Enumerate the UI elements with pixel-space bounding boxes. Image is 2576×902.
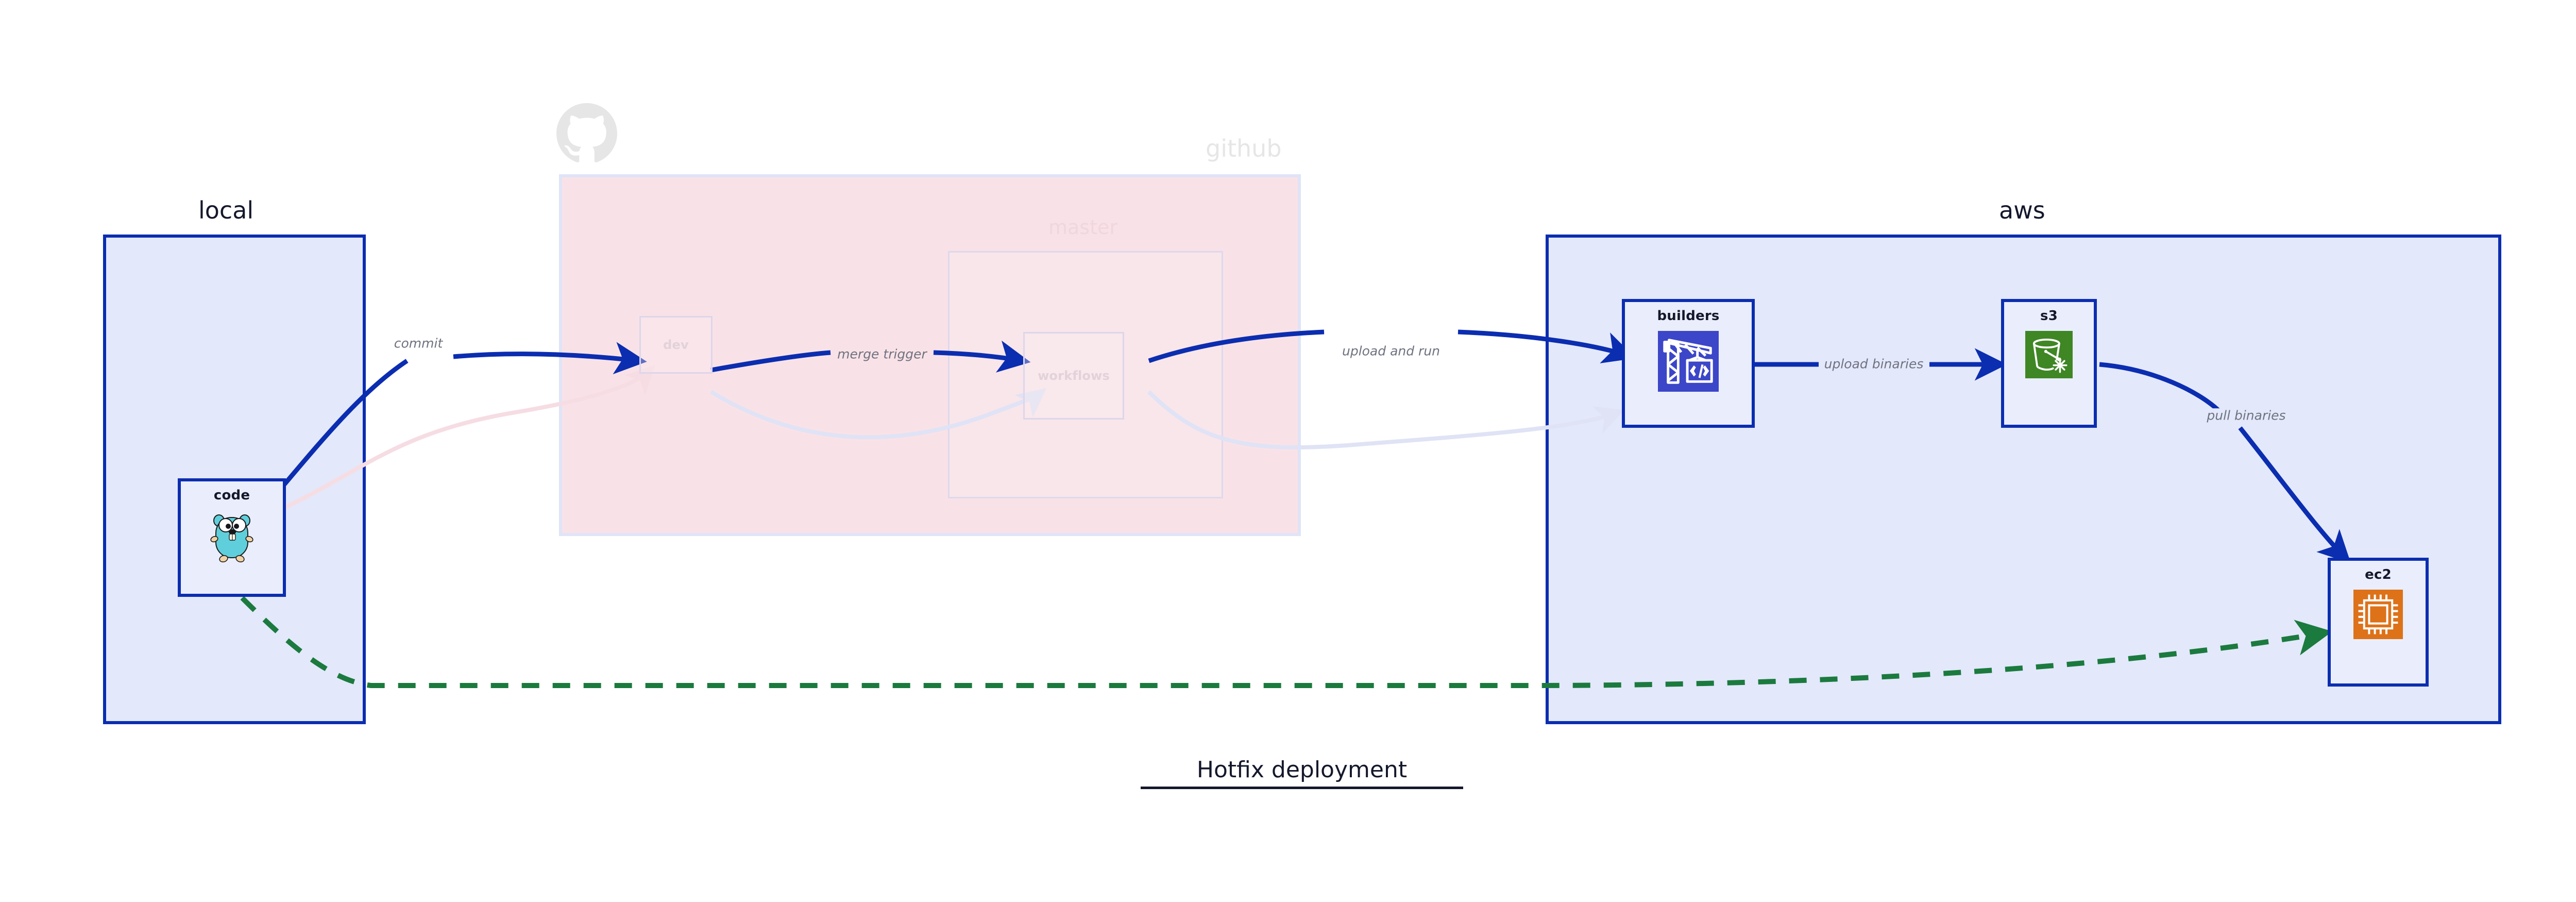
crane-code-icon [1658,331,1719,394]
node-workflows-label: workflows [1038,369,1110,383]
node-builders[interactable]: builders [1622,299,1755,428]
cpu-chip-icon [2353,590,2403,641]
group-master [948,251,1223,498]
node-dev-label: dev [663,338,689,352]
go-gopher-icon [210,510,254,566]
node-code[interactable]: code [178,478,286,597]
node-s3[interactable]: s3 [2001,299,2097,428]
node-ec2[interactable]: ec2 [2328,558,2429,687]
node-dev[interactable]: dev [639,316,713,374]
node-s3-label: s3 [2040,308,2058,324]
diagram-title-underline [1141,787,1463,789]
cluster-github-label: github [1206,135,1282,162]
cluster-aws-label: aws [1999,196,2045,224]
diagram-title: Hotfix deployment [1196,757,1408,783]
group-master-label: master [1048,216,1118,239]
node-builders-label: builders [1657,308,1720,324]
edge-label-upload-and-run: upload and run [1340,344,1443,358]
node-ec2-label: ec2 [2365,567,2392,582]
node-workflows[interactable]: workflows [1023,332,1124,420]
github-octocat-icon [556,103,617,164]
edge-label-commit: commit [392,336,445,350]
edge-label-pull-binaries: pull binaries [2205,408,2288,423]
cluster-local-label: local [198,196,254,224]
edge-label-merge-trigger: merge trigger [837,346,927,362]
node-code-label: code [213,488,250,503]
s3-bucket-icon [2025,331,2073,380]
edge-label-upload-binaries: upload binaries [1822,357,1926,371]
